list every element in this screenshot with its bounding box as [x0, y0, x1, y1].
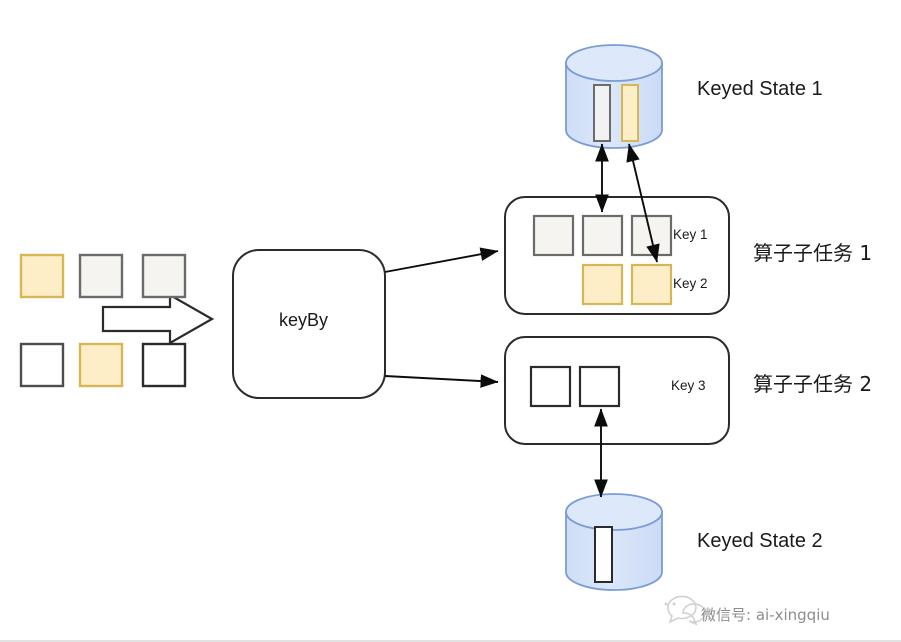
record-gray — [78, 253, 124, 299]
block-arrow — [101, 293, 215, 345]
record-yellow — [78, 342, 124, 388]
record-white — [141, 342, 187, 388]
keyed-state-1-cylinder — [565, 44, 663, 149]
record-yellow — [581, 263, 624, 306]
record-yellow — [19, 253, 65, 299]
key-label-2: Key 2 — [673, 276, 708, 291]
state-bar-yellow — [621, 84, 639, 142]
record-white — [19, 342, 65, 388]
subtask-1-records — [532, 214, 673, 306]
key-label-3: Key 3 — [671, 378, 706, 393]
keyed-state-2-label: Keyed State 2 — [697, 530, 823, 552]
subtask-2-records — [529, 365, 621, 408]
keyby-to-subtask-1-arrow — [384, 247, 499, 273]
keyby-node[interactable] — [232, 249, 386, 399]
subtask-1-label: 算子子任务 1 — [753, 241, 873, 265]
input-records — [19, 253, 187, 388]
subtask-2-label: 算子子任务 2 — [753, 372, 873, 396]
state-bar-white — [594, 526, 613, 583]
state1-yellow-bidirectional-arrow — [626, 143, 660, 263]
keyby-to-subtask-2-arrow — [384, 374, 499, 388]
record-gray — [141, 253, 187, 299]
keyby-label: keyBy — [279, 310, 329, 330]
watermark-text: 微信号: ai-xingqiu — [701, 606, 830, 624]
record-yellow — [630, 263, 673, 306]
record-white — [578, 365, 621, 408]
record-gray — [581, 214, 624, 257]
state-bar-gray — [593, 84, 611, 142]
keyed-state-1-label: Keyed State 1 — [697, 78, 823, 100]
wechat-icon — [664, 595, 706, 626]
record-gray — [532, 214, 575, 257]
record-white — [529, 365, 572, 408]
key-label-1: Key 1 — [673, 227, 708, 242]
keyed-state-2-cylinder — [565, 493, 663, 591]
